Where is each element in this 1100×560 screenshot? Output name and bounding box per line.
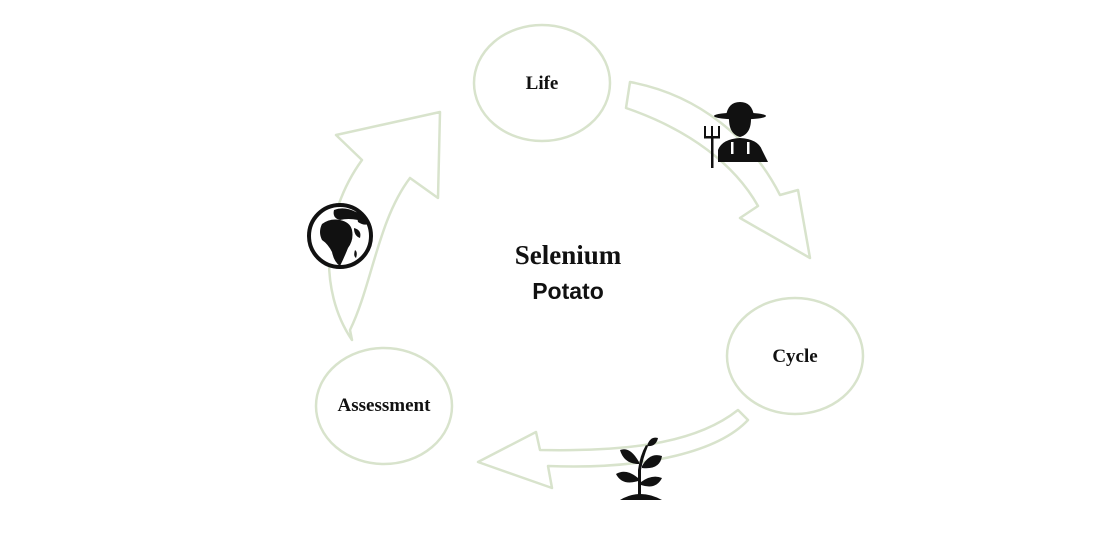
arrow-cycle-to-assessment [476, 408, 750, 490]
globe-icon [307, 203, 373, 269]
cycle-node-label: Cycle [772, 346, 817, 367]
seedling-icon [616, 437, 662, 500]
cycle-node-circle [725, 296, 865, 416]
arrow-assessment-to-life [327, 110, 442, 342]
assessment-node-label: Assessment [338, 395, 432, 416]
farmer-icon [704, 102, 768, 168]
center-title-line2: Potato [532, 278, 604, 304]
center-title-line1: Selenium [515, 240, 622, 270]
assessment-node-circle [314, 346, 454, 466]
life-node-label: Life [526, 73, 559, 94]
life-node-circle [472, 23, 612, 143]
arrow-life-to-cycle [624, 80, 812, 260]
